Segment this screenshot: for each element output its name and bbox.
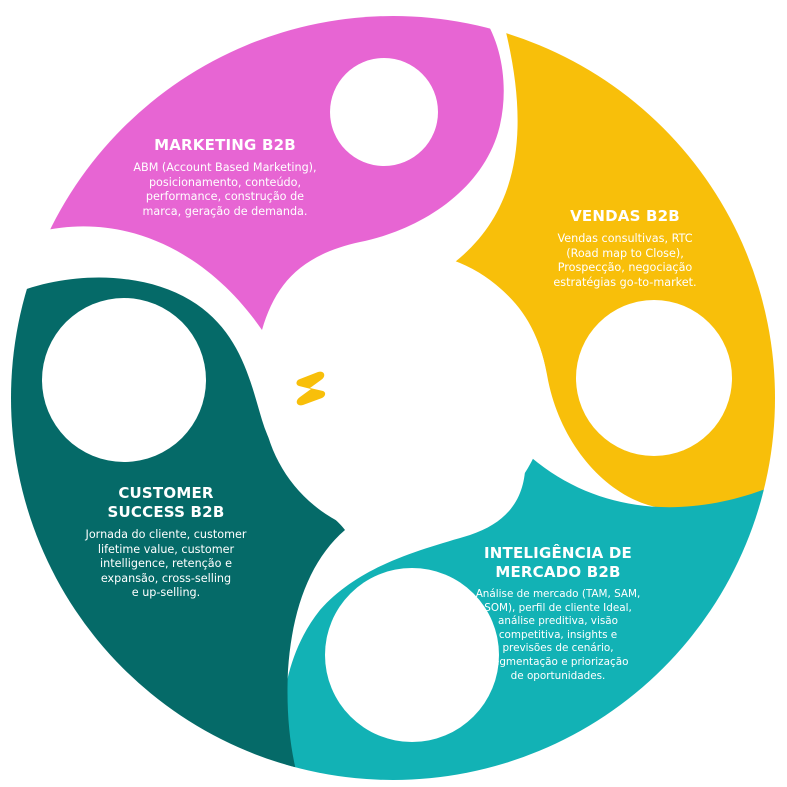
- customer-desc-line: lifetime value, customer: [97, 542, 235, 556]
- customer-desc-line: Jornada do cliente, customer: [85, 528, 247, 541]
- vendas-title-line: VENDAS B2B: [570, 207, 680, 225]
- customer-desc-line: intelligence, retenção e: [100, 557, 232, 571]
- inteligencia-title: INTELIGÊNCIA DE MERCADO B2B: [458, 544, 658, 582]
- inteligencia-inner-circle: [325, 568, 499, 742]
- vendas-desc-line: Prospecção, negociação: [557, 261, 693, 275]
- customer-inner-circle: [42, 298, 206, 462]
- segment-customer: CUSTOMER SUCCESS B2B Jornada do cliente,…: [58, 484, 274, 601]
- inteligencia-desc-line: SOM), perfil de cliente Ideal,: [484, 601, 632, 614]
- inteligencia-desc-line: Análise de mercado (TAM, SAM,: [475, 588, 641, 600]
- vendas-desc-line: Vendas consultivas, RTC: [557, 232, 693, 245]
- inteligencia-desc-line: previsões de cenário,: [502, 642, 614, 655]
- vendas-description: Vendas consultivas, RTC (Road map to Clo…: [520, 232, 730, 290]
- segment-vendas: VENDAS B2B Vendas consultivas, RTC (Road…: [520, 207, 730, 290]
- vendas-desc-line: (Road map to Close),: [566, 246, 684, 260]
- vendas-title: VENDAS B2B: [520, 207, 730, 226]
- marketing-inner-circle: [330, 58, 438, 166]
- marketing-title-line: MARKETING B2B: [154, 136, 296, 154]
- marketing-desc-line: performance, construção de: [145, 190, 305, 204]
- customer-title: CUSTOMER SUCCESS B2B: [58, 484, 274, 522]
- inteligencia-title-line: INTELIGÊNCIA DE: [484, 544, 632, 562]
- inteligencia-description: Análise de mercado (TAM, SAM, SOM), perf…: [458, 588, 658, 683]
- customer-description: Jornada do cliente, customer lifetime va…: [58, 528, 274, 601]
- vendas-inner-circle: [576, 300, 732, 456]
- vendas-desc-line: estratégias go-to-market.: [553, 275, 697, 289]
- marketing-title: MARKETING B2B: [110, 136, 340, 155]
- customer-desc-line: expansão, cross-selling: [100, 571, 232, 585]
- segment-inteligencia: INTELIGÊNCIA DE MERCADO B2B Análise de m…: [458, 544, 658, 683]
- segment-marketing: MARKETING B2B ABM (Account Based Marketi…: [110, 136, 340, 219]
- inteligencia-desc-line: segmentação e priorização: [487, 655, 629, 668]
- z-logo-icon: [296, 371, 326, 406]
- customer-title-line: CUSTOMER: [118, 484, 214, 502]
- customer-title-line: SUCCESS B2B: [107, 503, 225, 521]
- inteligencia-desc-line: competitiva, insights e: [498, 628, 618, 641]
- inteligencia-desc-line: análise preditiva, visão: [498, 615, 618, 628]
- inteligencia-title-line: MERCADO B2B: [495, 563, 621, 581]
- inteligencia-desc-line: de oportunidades.: [510, 669, 606, 682]
- marketing-desc-line: posicionamento, conteúdo,: [148, 175, 302, 189]
- marketing-description: ABM (Account Based Marketing), posiciona…: [110, 161, 340, 219]
- customer-desc-line: e up-selling.: [131, 586, 201, 600]
- marketing-desc-line: marca, geração de demanda.: [142, 204, 308, 218]
- center-disc: [262, 252, 548, 538]
- marketing-desc-line: ABM (Account Based Marketing),: [133, 161, 317, 174]
